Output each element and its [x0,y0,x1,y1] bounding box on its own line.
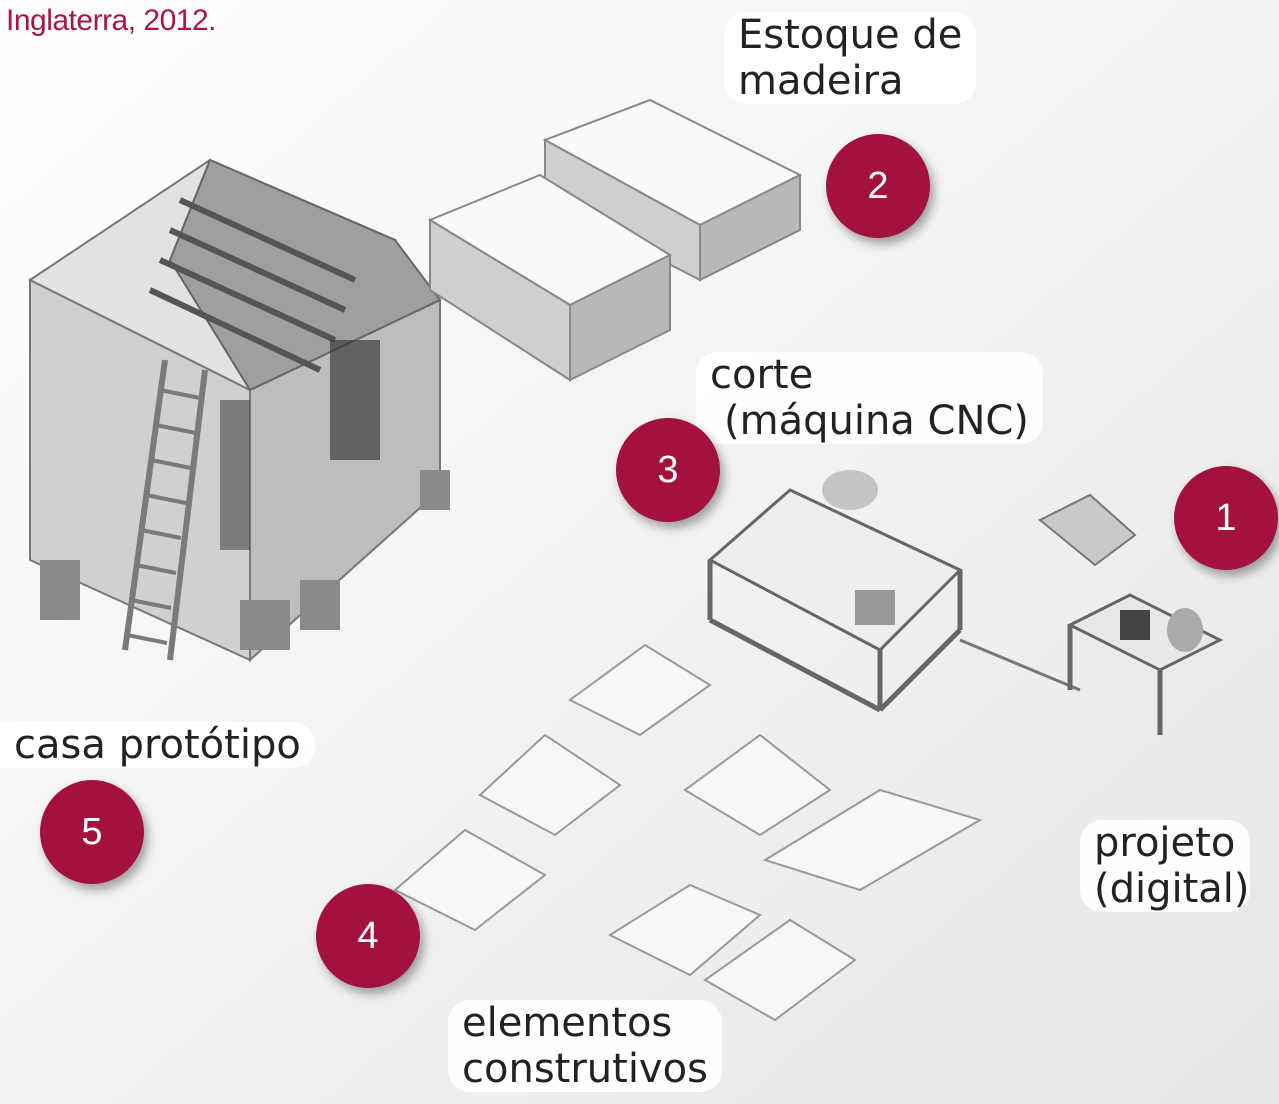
label-cutting-line-2: (máquina CNC) [724,398,1029,444]
label-digital-design: projeto (digital) [1080,820,1250,912]
label-building-elements: elementos construtivos [448,1000,722,1092]
label-building-elements-line-1: elementos [462,1000,673,1046]
cnc-machine-drawing [707,470,1081,713]
label-wood-stock-line-1: Estoque de [738,12,963,58]
label-building-elements-line-2: construtivos [462,1046,708,1092]
label-cutting-line-1: corte [710,352,814,398]
caption: Inglaterra, 2012. [6,4,216,37]
label-cutting: corte (máquina CNC) [696,352,1043,444]
step-badge-1: 1 [1174,466,1278,570]
label-digital-design-line-1: projeto [1094,820,1236,866]
label-wood-stock: Estoque de madeira [724,12,977,104]
label-digital-design-line-2: (digital) [1094,866,1250,912]
label-prototype-house-line-1: casa protótipo [14,722,301,768]
label-wood-stock-line-2: madeira [738,58,904,104]
wood-stock-drawing [427,98,803,382]
computer-desk-drawing [1038,493,1224,735]
step-badge-2: 2 [826,134,930,238]
step-badge-3: 3 [616,418,720,522]
building-elements-drawing [393,643,983,1022]
step-badge-5: 5 [40,780,144,884]
label-prototype-house: casa protótipo [0,722,315,768]
step-badge-4: 4 [316,884,420,988]
prototype-house-drawing [28,158,450,663]
